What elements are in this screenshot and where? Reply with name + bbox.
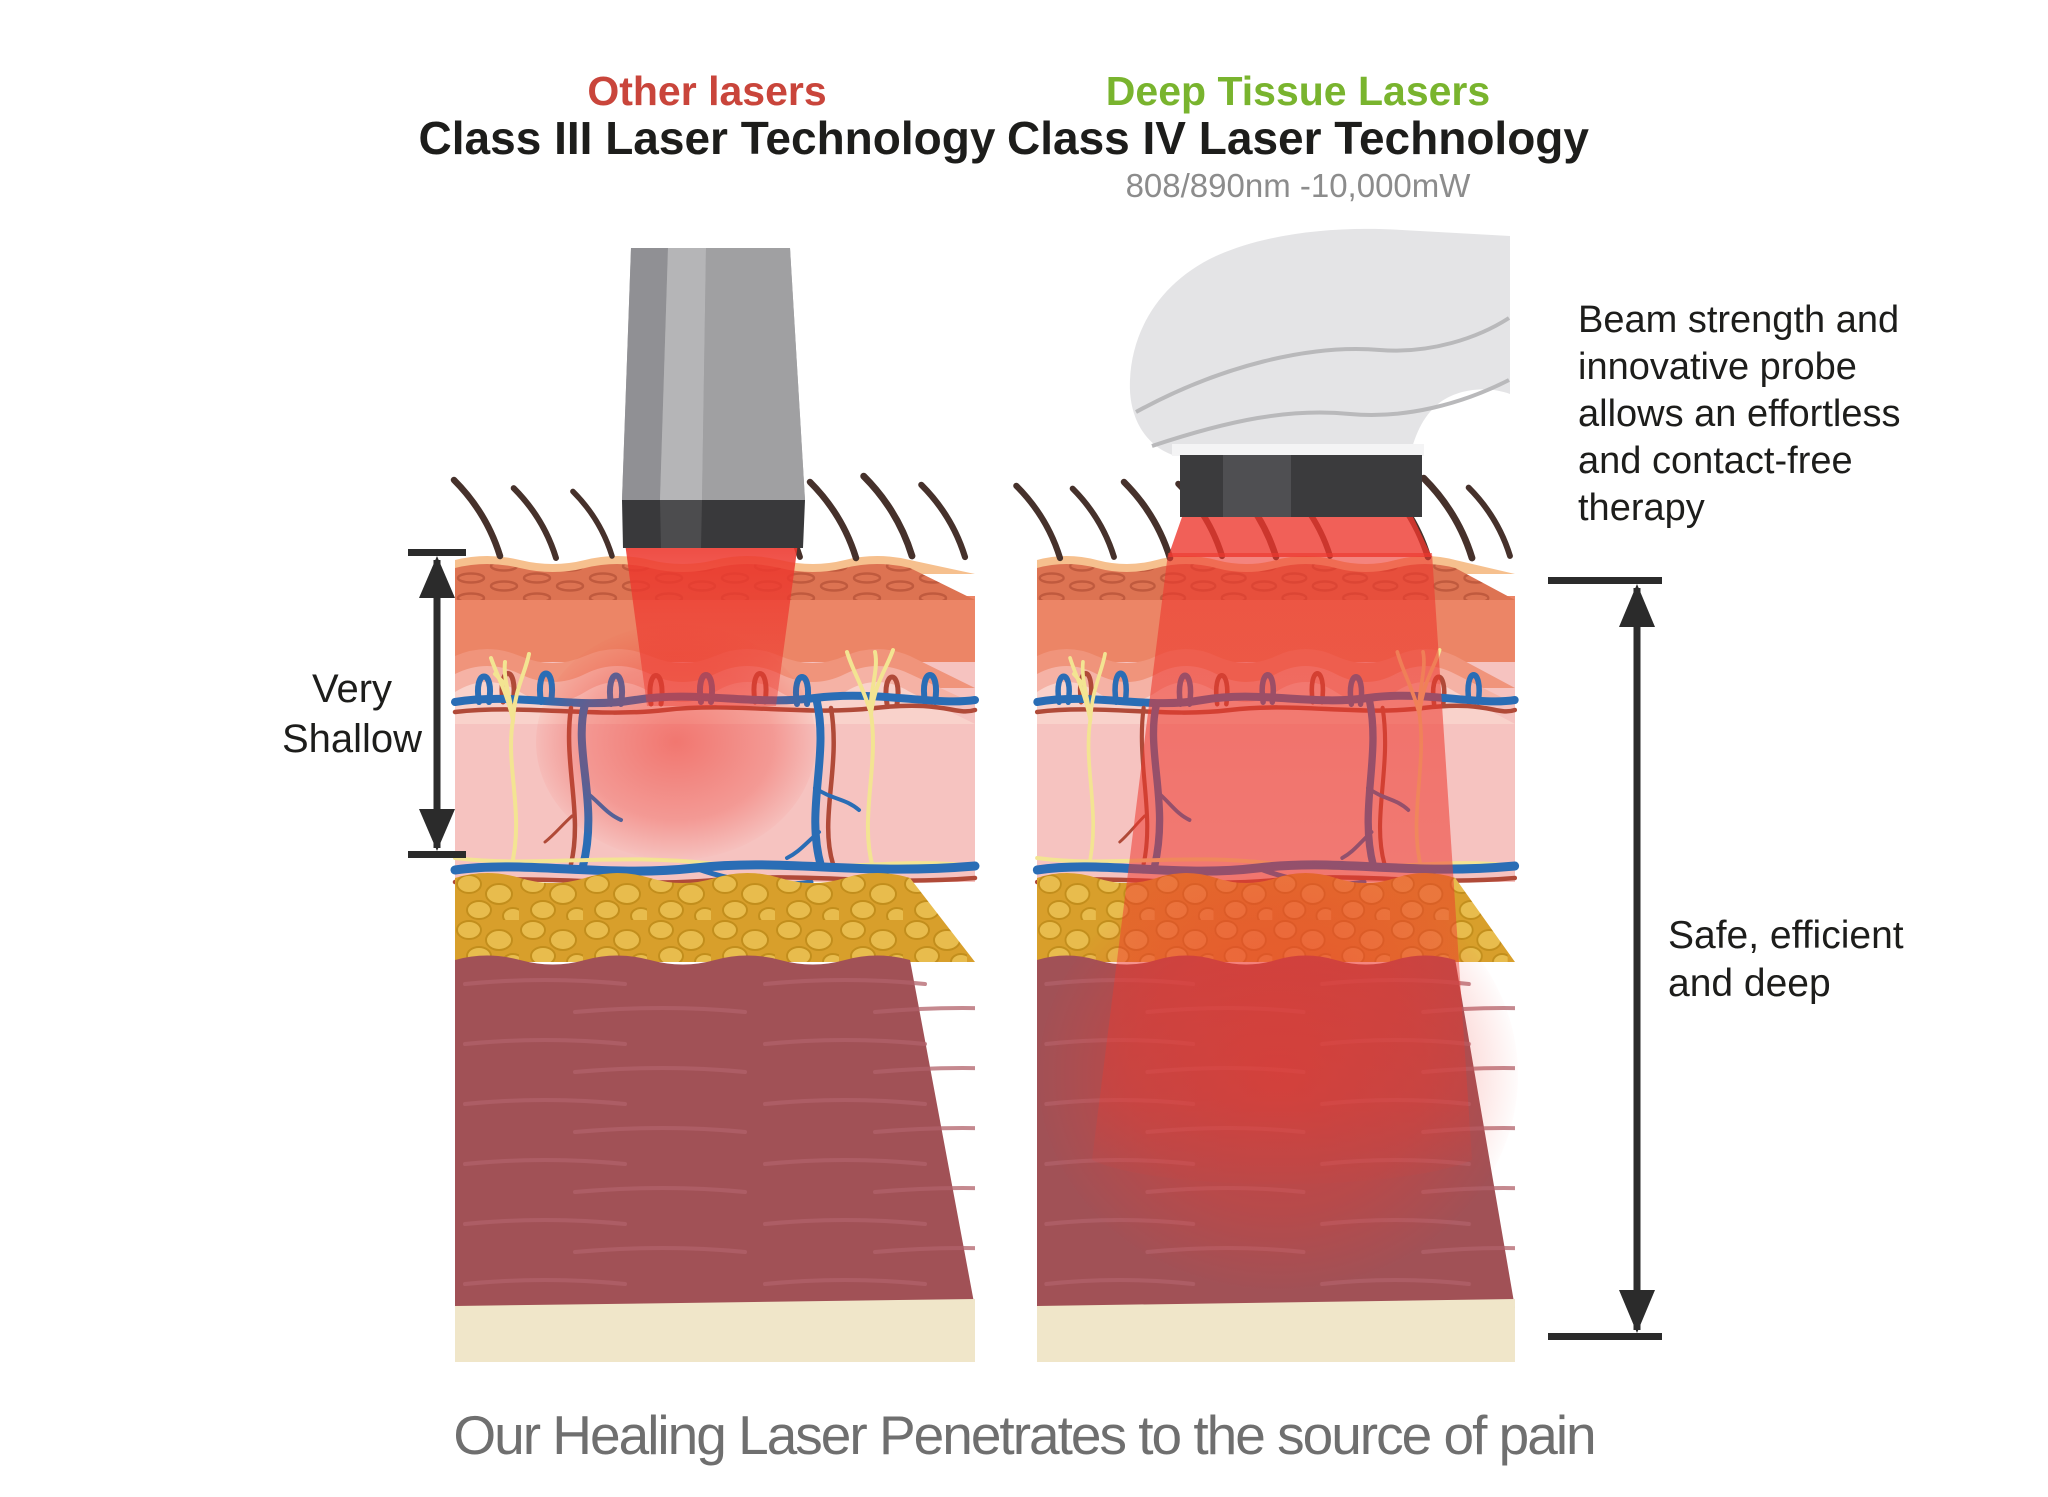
laser-beam-deep [1038,517,1518,1290]
laser-beam-shallow [536,543,816,860]
probe-note: Beam strength and innovative probe allow… [1578,299,1901,529]
shallow-depth-label: Very Shallow [281,667,423,761]
bottom-caption: Our Healing Laser Penetrates to the sour… [453,1404,1596,1466]
right-title: Class IV Laser Technology [1006,112,1589,164]
class4-laser-handpiece [1129,228,1511,517]
left-title: Class III Laser Technology [418,112,996,164]
depth-arrow-deep [1548,577,1662,1340]
depth-arrow-shallow [408,549,466,858]
class3-laser-probe [622,248,805,548]
deep-depth-label: Safe, efficient and deep [1668,914,1904,1005]
right-subtitle: Deep Tissue Lasers [1105,68,1491,114]
left-subtitle: Other lasers [587,68,827,114]
right-spec: 808/890nm -10,000mW [1125,167,1471,204]
